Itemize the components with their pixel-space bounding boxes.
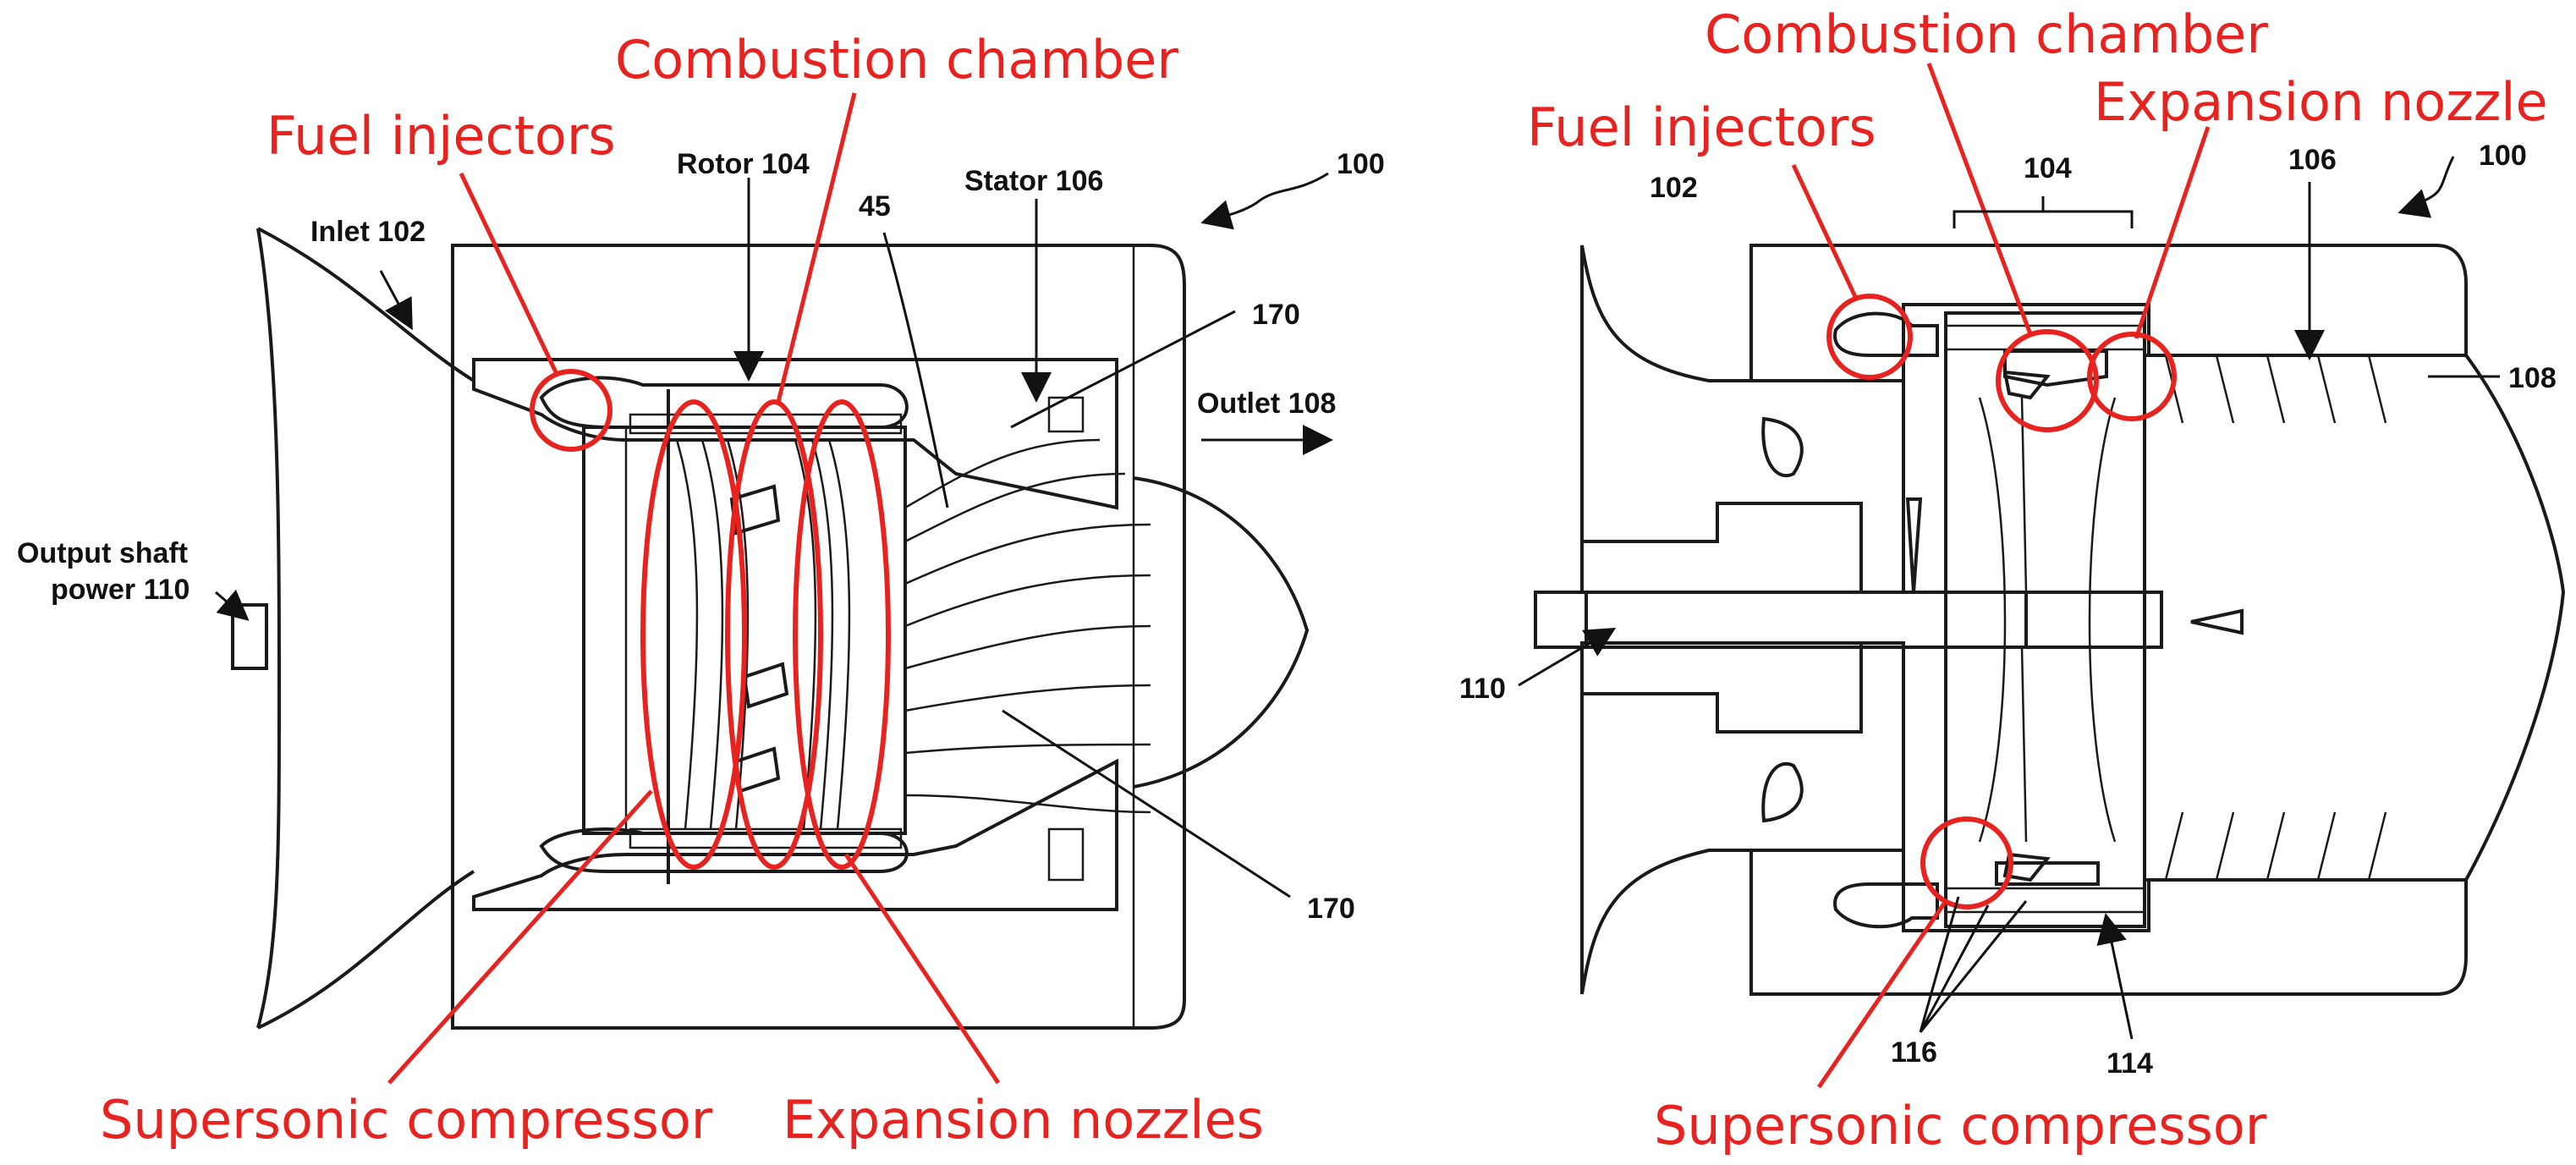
right-lower-inlet	[1580, 641, 1905, 995]
right-annotation-marks	[1791, 63, 2211, 1089]
left-label-combustion-chamber: Combustion chamber	[615, 29, 1178, 91]
right-callout-108: 108	[2508, 362, 2557, 394]
left-upper-shroud	[472, 358, 1118, 510]
right-lower-casing	[1749, 849, 2468, 996]
right-rotor-disk	[1944, 311, 2146, 928]
right-callout-110: 110	[1459, 673, 1506, 705]
left-output-shaft	[231, 603, 268, 670]
right-compressor-circle	[1920, 816, 2013, 909]
right-nozzle-circle	[2087, 332, 2177, 421]
left-annotation-marks	[387, 92, 1001, 1085]
right-callout-114: 114	[2106, 1047, 2153, 1080]
right-callout-106: 106	[2288, 144, 2337, 176]
left-combustion-ellipse	[725, 399, 823, 870]
right-label-supersonic-compressor: Supersonic compressor	[1654, 1095, 2267, 1157]
left-callout-45: 45	[859, 190, 891, 223]
left-callout-output-line2: power 110	[51, 574, 189, 606]
left-callout-inlet: Inlet 102	[310, 216, 426, 248]
right-callout-102: 102	[1650, 172, 1698, 204]
right-upper-inlet	[1580, 245, 1905, 594]
right-upper-casing	[1749, 244, 2468, 382]
left-engine-drawing	[231, 227, 1310, 1030]
left-exhaust-cone	[1133, 476, 1310, 789]
left-casing	[451, 244, 1186, 1030]
right-engine-drawing	[1534, 244, 2566, 996]
right-fuel-injector-circle	[1826, 294, 1913, 380]
left-callout-outlet: Outlet 108	[1197, 387, 1336, 420]
left-fuel-injector-circle	[530, 369, 612, 452]
left-label-supersonic-compressor: Supersonic compressor	[100, 1089, 713, 1151]
left-label-fuel-injectors: Fuel injectors	[266, 105, 616, 167]
right-callout-116: 116	[1891, 1036, 1937, 1069]
right-callout-leaders	[1518, 156, 2500, 1040]
right-label-combustion-chamber: Combustion chamber	[1705, 3, 2268, 65]
left-label-expansion-nozzles: Expansion nozzles	[783, 1089, 1264, 1151]
right-label-expansion-nozzle: Expansion nozzle	[2094, 71, 2548, 133]
right-label-fuel-injectors: Fuel injectors	[1527, 96, 1876, 158]
right-combustion-circle	[1996, 329, 2099, 432]
left-callout-170-bottom: 170	[1307, 893, 1355, 925]
right-callout-100: 100	[2479, 140, 2527, 172]
right-shaft	[1534, 591, 2163, 649]
right-labels: Combustion chamber Fuel injectors Expans…	[1459, 3, 2557, 1157]
left-inlet-bell	[256, 228, 281, 1029]
left-callout-100: 100	[1337, 148, 1385, 180]
left-compressor-ellipse	[640, 399, 747, 870]
left-callout-stator: Stator 106	[964, 165, 1103, 197]
left-callout-170-top: 170	[1252, 299, 1300, 331]
left-nozzle-ellipse	[793, 399, 891, 870]
left-callout-output-line1: Output shaft	[17, 537, 188, 569]
left-callout-rotor: Rotor 104	[677, 148, 810, 180]
right-callout-104: 104	[2024, 152, 2072, 184]
left-callout-leaders	[215, 172, 1333, 898]
left-labels: Fuel injectors Combustion chamber Supers…	[17, 29, 1385, 1151]
right-exhaust-body	[2143, 354, 2566, 882]
